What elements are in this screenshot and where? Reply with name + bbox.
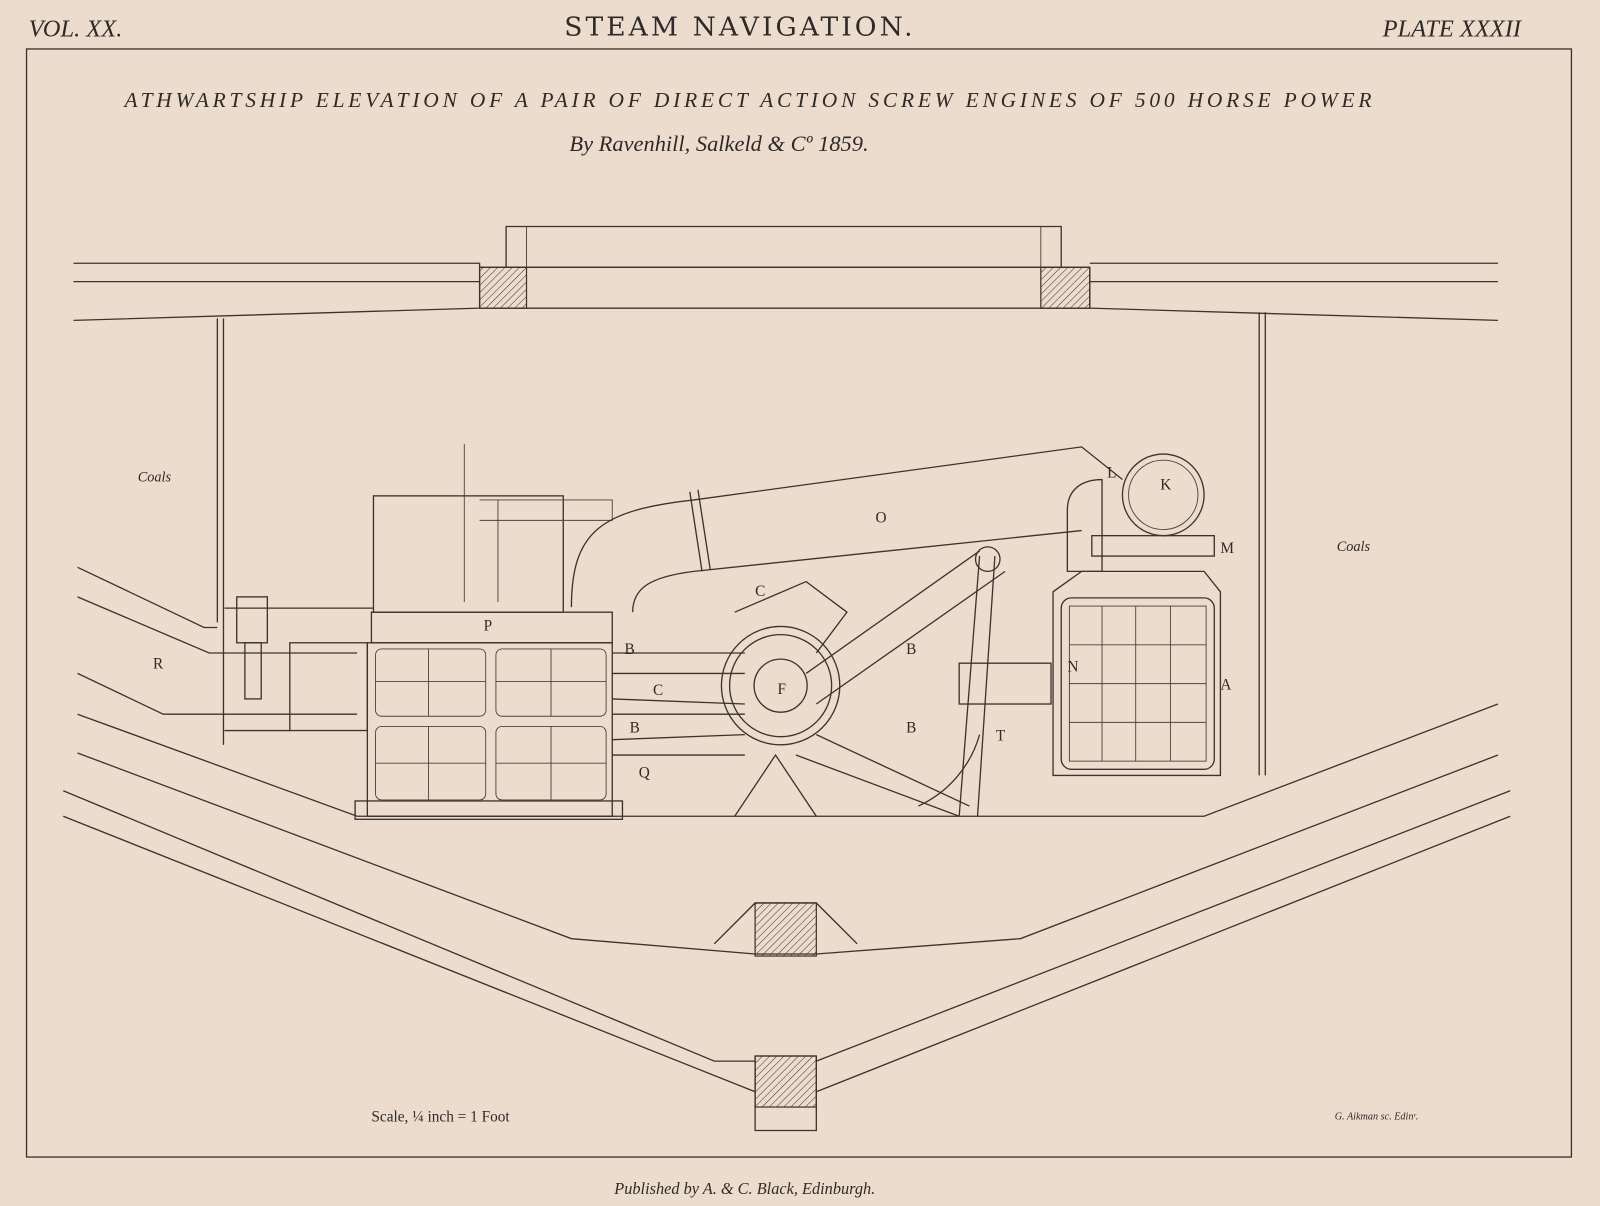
label-R: R	[153, 655, 164, 672]
deck-structure	[73, 225, 1498, 322]
caption-title: ATHWARTSHIP ELEVATION OF A PAIR OF DIREC…	[122, 88, 1371, 112]
label-A: A	[1220, 677, 1231, 694]
engraver-credit: G. Aikman sc. Edinʳ.	[1335, 1111, 1419, 1122]
label-L: L	[1107, 465, 1116, 482]
label-P: P	[484, 618, 493, 635]
scale-note: Scale, ¼ inch = 1 Foot	[371, 1108, 510, 1125]
caption-maker: By Ravenhill, Salkeld & Cº 1859.	[569, 131, 868, 156]
bulkheads	[216, 312, 1266, 776]
crank-and-frame	[720, 546, 1052, 817]
plate-border	[25, 48, 1573, 1158]
plate-number: PLATE XXXII	[1382, 16, 1523, 43]
label-T: T	[996, 728, 1006, 745]
label-B3: B	[906, 641, 916, 658]
label-B4: B	[906, 720, 916, 737]
label-O: O	[876, 509, 887, 526]
part-labels: Coals Coals R P O K L M N A C C F B B B …	[138, 465, 1371, 782]
steam-pipe	[570, 446, 1123, 613]
label-M: M	[1220, 540, 1234, 557]
label-C-top: C	[755, 583, 765, 600]
volume-label: VOL. XX.	[29, 16, 123, 43]
piston-rods	[612, 652, 745, 756]
label-coals-left: Coals	[138, 470, 172, 486]
hull	[63, 566, 1511, 1132]
label-B2: B	[630, 720, 640, 737]
label-F: F	[778, 681, 787, 698]
label-K: K	[1160, 477, 1171, 494]
publisher-line: Published by A. & C. Black, Edinburgh.	[613, 1179, 875, 1198]
plate-title: STEAM NAVIGATION.	[564, 12, 915, 43]
label-N: N	[1067, 658, 1078, 675]
label-Q: Q	[639, 764, 650, 781]
condenser	[1052, 453, 1222, 777]
label-B1: B	[624, 641, 634, 658]
cylinder-block	[224, 443, 624, 820]
label-coals-right: Coals	[1337, 539, 1371, 555]
label-C-mid: C	[653, 682, 663, 699]
